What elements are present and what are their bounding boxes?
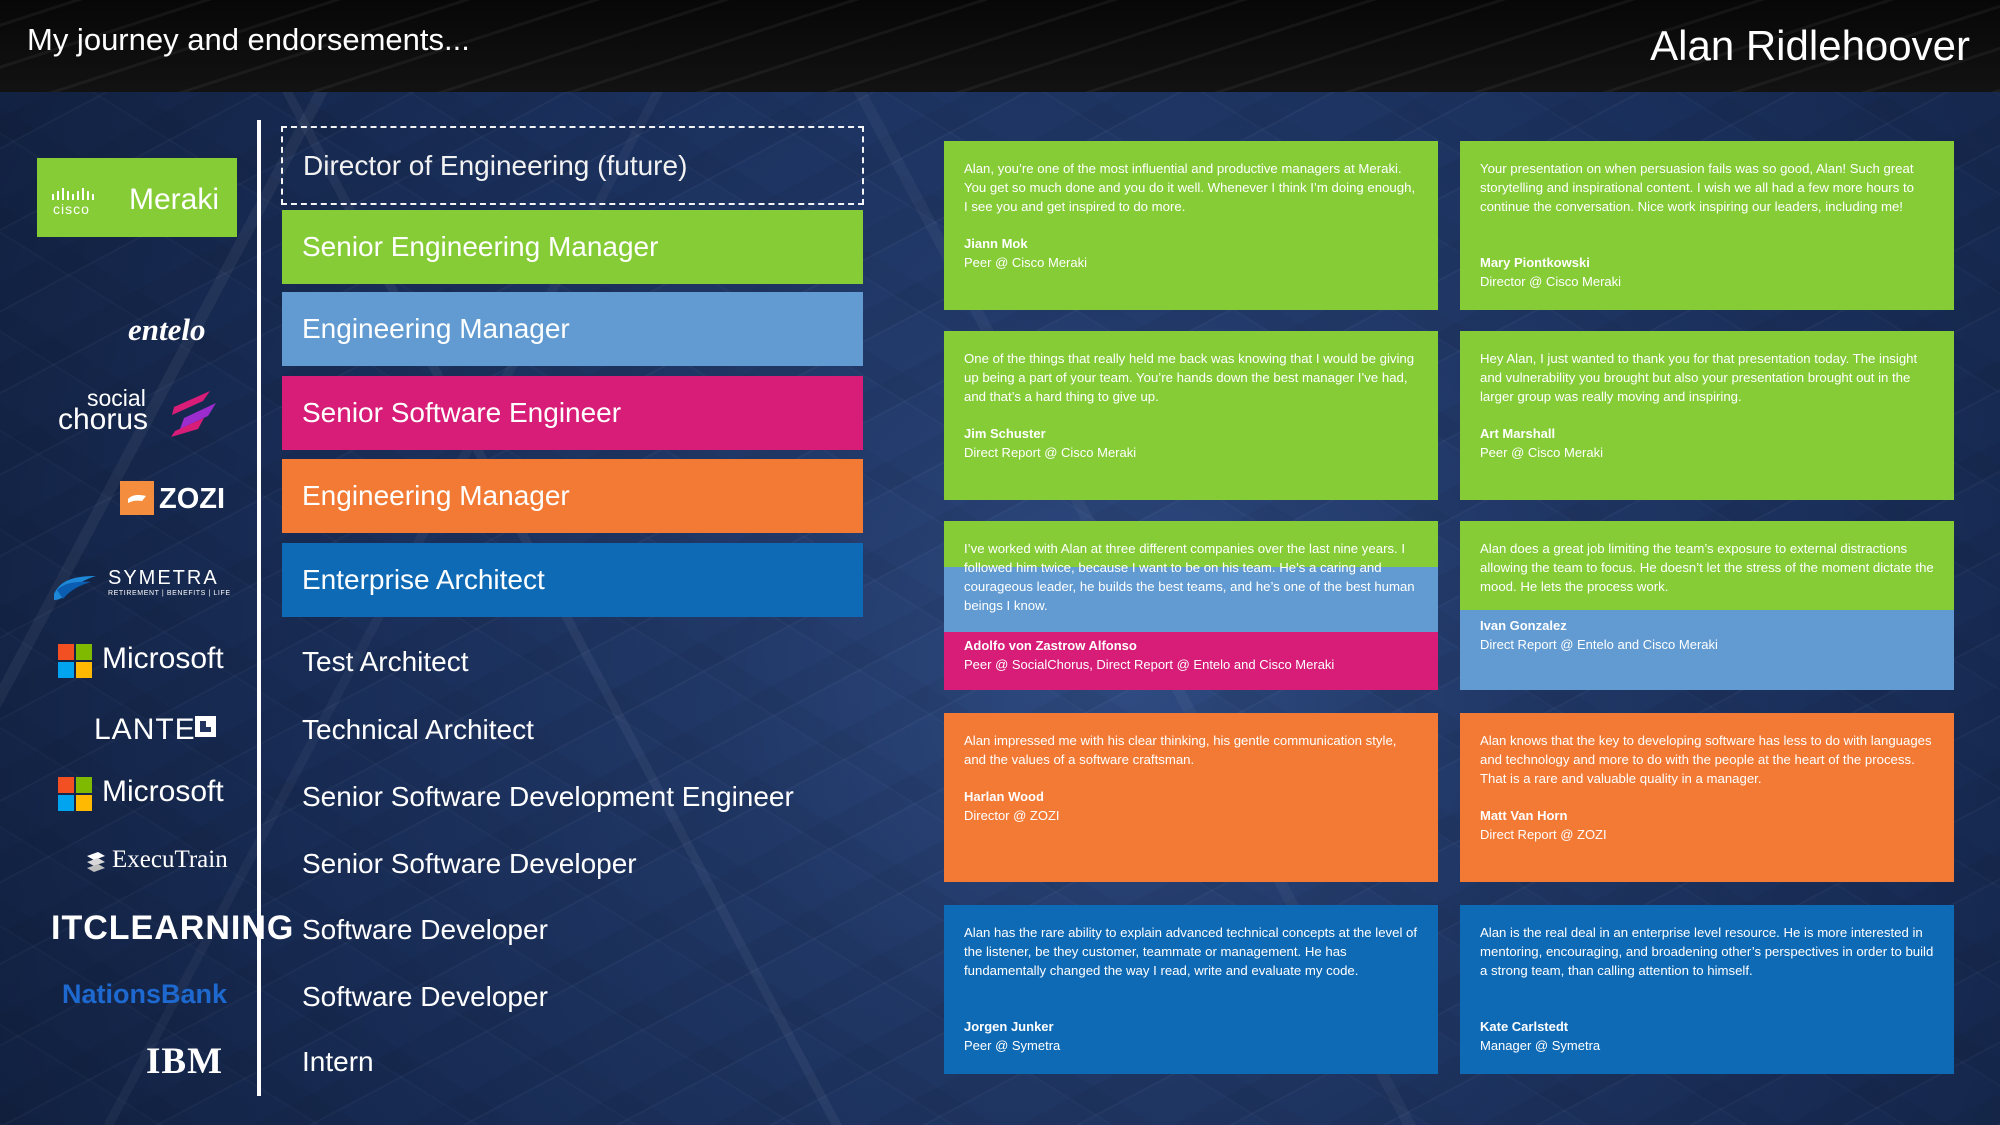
lante-wordmark: LANTE [94,713,196,746]
testimonial-card: Alan, you’re one of the most influential… [944,141,1438,310]
role-intern: Intern [302,1046,374,1077]
testimonial-quote: Your presentation on when persuasion fai… [1480,161,1914,214]
entelo-logo: entelo [128,312,206,347]
testimonial-author: Jorgen Junker [964,1019,1054,1034]
microsoft-squares-icon [58,777,92,811]
testimonial-relationship: Peer @ SocialChorus, Direct Report @ Ent… [964,657,1335,672]
testimonial-quote: Alan does a great job limiting the team’… [1480,541,1934,594]
zozi-logo: ZOZI [120,481,227,515]
testimonial-relationship: Direct Report @ Cisco Meraki [964,445,1137,460]
microsoft-squares-icon [58,644,92,678]
testimonial-author: Jim Schuster [964,426,1046,441]
testimonial-relationship: Director @ Cisco Meraki [1480,274,1622,289]
testimonial-author: Art Marshall [1480,426,1556,441]
role-senior-engineering-manager: Senior Engineering Manager [282,210,863,284]
symetra-wordmark: SYMETRA [108,567,219,589]
role-senior-software-development-engineer: Senior Software Development Engineer [302,781,794,812]
lante-logo: LANTE [94,713,224,747]
microsoft-logo-1: Microsoft [58,642,236,680]
testimonial-card: One of the things that really held me ba… [944,331,1438,500]
role-senior-software-developer: Senior Software Developer [302,848,637,879]
socialchorus-mark-icon [171,391,216,437]
testimonial-author: Jiann Mok [964,236,1028,251]
testimonial-card: Hey Alan, I just wanted to thank you for… [1460,331,1954,500]
lante-mark-icon [195,716,216,737]
meraki-wordmark: Meraki [129,183,220,216]
role-software-developer-1: Software Developer [302,914,548,945]
testimonial-author: Adolfo von Zastrow Alfonso [964,638,1137,653]
socialchorus-social-word: social [87,385,146,411]
symetra-logo: SYMETRA RETIREMENT | BENEFITS | LIFE [52,567,232,603]
testimonial-card: Alan knows that the key to developing so… [1460,713,1954,882]
testimonial-relationship: Peer @ Cisco Meraki [964,255,1088,270]
testimonial-relationship: Peer @ Symetra [964,1038,1061,1053]
testimonial-quote: Alan has the rare ability to explain adv… [964,925,1418,978]
role-test-architect: Test Architect [302,646,469,677]
testimonial-quote: Alan is the real deal in an enterprise l… [1480,925,1934,978]
testimonial-quote: Alan impressed me with his clear thinkin… [964,733,1397,767]
testimonial-card: Alan does a great job limiting the team’… [1460,521,1954,690]
testimonial-quote: Hey Alan, I just wanted to thank you for… [1480,351,1918,404]
ibm-logo: IBM [146,1041,223,1082]
testimonial-relationship: Peer @ Cisco Meraki [1480,445,1604,460]
testimonial-quote: Alan knows that the key to developing so… [1480,733,1932,786]
zozi-mark-icon [120,481,154,515]
symetra-subtext: RETIREMENT | BENEFITS | LIFE [108,590,231,597]
microsoft-logo-2: Microsoft [58,775,236,813]
journey-title: My journey and endorsements... [27,22,470,57]
role-technical-architect: Technical Architect [302,714,534,745]
testimonial-relationship: Director @ ZOZI [964,808,1060,823]
testimonial-card: Alan is the real deal in an enterprise l… [1460,905,1954,1074]
microsoft-wordmark-2: Microsoft [102,775,224,808]
microsoft-wordmark-1: Microsoft [102,642,224,675]
symetra-mark-icon [54,576,96,600]
testimonial-quote: I’ve worked with Alan at three different… [964,541,1415,613]
testimonial-author: Harlan Wood [964,789,1044,804]
testimonial-card: Your presentation on when persuasion fai… [1460,141,1954,310]
person-name: Alan Ridlehoover [1650,22,1970,69]
testimonial-quote: One of the things that really held me ba… [964,351,1415,404]
role-engineering-manager-1: Engineering Manager [282,292,863,366]
zozi-wordmark: ZOZI [159,483,226,515]
executrain-logo: ExecuTrain [84,846,234,878]
executrain-mark-icon [87,852,105,872]
timeline-divider [257,120,261,1096]
socialchorus-chorus-word: chorus [58,403,149,436]
testimonial-author: Matt Van Horn [1480,808,1568,823]
testimonial-card: Alan impressed me with his clear thinkin… [944,713,1438,882]
testimonial-relationship: Direct Report @ ZOZI [1480,827,1607,842]
testimonial-relationship: Direct Report @ Entelo and Cisco Meraki [1480,637,1718,652]
testimonial-author: Mary Piontkowski [1480,255,1590,270]
testimonial-relationship: Manager @ Symetra [1480,1038,1601,1053]
testimonial-card: Alan has the rare ability to explain adv… [944,905,1438,1074]
itc-learning-logo: ITCLEARNING [51,909,295,947]
nationsbank-logo: NationsBank [62,979,228,1009]
cisco-meraki-logo-icon [52,188,94,200]
testimonial-card: I’ve worked with Alan at three different… [944,521,1438,690]
testimonial-author: Kate Carlstedt [1480,1019,1569,1034]
role-engineering-manager-2: Engineering Manager [282,459,863,533]
executrain-wordmark: ExecuTrain [112,846,228,873]
role-software-developer-2: Software Developer [302,981,548,1012]
role-senior-software-engineer: Senior Software Engineer [282,376,863,450]
cisco-meraki-logo: cisco Meraki [37,158,237,237]
testimonial-quote: Alan, you’re one of the most influential… [964,161,1416,214]
socialchorus-logo: social chorus [58,387,228,443]
top-banner: My journey and endorsements... Alan Ridl… [0,0,2000,92]
role-enterprise-architect: Enterprise Architect [282,543,863,617]
role-director-future: Director of Engineering (future) [281,126,864,205]
cisco-wordmark: cisco [53,201,90,217]
testimonial-author: Ivan Gonzalez [1480,618,1567,633]
